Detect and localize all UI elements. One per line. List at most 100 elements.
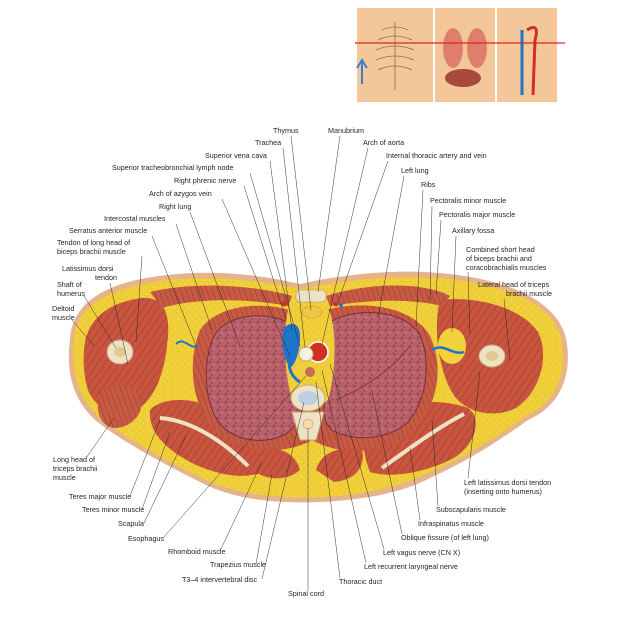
- leader-superior-tracheobronchial: [249, 172, 301, 347]
- thorax-cross-section: [68, 271, 568, 503]
- label-left-latissimus-tendon-line1: Left latissimus dorsi tendon: [464, 478, 551, 487]
- label-combined-short-head-line3: coracobrachialis muscles: [466, 263, 547, 272]
- label-deltoid-line1: Deltoid: [52, 304, 74, 313]
- internal-thoracic-vein-left: [339, 303, 343, 307]
- label-superior-vena-cava: Superior vena cava: [205, 151, 267, 160]
- leader-axillary-fossa: [451, 235, 457, 333]
- label-rhomboid: Rhomboid muscle: [168, 547, 226, 556]
- leader-superior-vena-cava: [269, 160, 293, 331]
- azygos-arch: [287, 351, 301, 384]
- label-intercostal: Intercostal muscles: [104, 214, 166, 223]
- spinal-cord: [302, 418, 314, 430]
- label-arch-of-azygos: Arch of azygos vein: [149, 189, 212, 198]
- right-scapula: [159, 416, 250, 468]
- leader-intercostal: [175, 223, 213, 331]
- label-pectoralis-minor: Pectoralis minor muscle: [430, 196, 506, 205]
- label-long-head-triceps: Long head of triceps brachii muscle: [53, 455, 99, 482]
- label-thoracic-duct: Thoracic duct: [339, 577, 382, 586]
- label-combined-short-head-line1: Combined short head: [466, 245, 535, 254]
- left-humerus-marrow: [486, 351, 498, 361]
- left-scapula: [380, 412, 465, 470]
- label-left-vagus: Left vagus nerve (CN X): [383, 548, 460, 557]
- leader-subscapularis: [431, 419, 439, 507]
- thymus: [301, 305, 323, 319]
- label-latissimus-tendon-line2: tendon: [95, 273, 117, 282]
- label-combined-short-head-line2: of biceps brachii and: [466, 254, 532, 263]
- left-lung: [322, 311, 427, 439]
- label-trapezius: Trapezius muscle: [210, 560, 266, 569]
- label-left-latissimus-tendon-line2: (inserting onto humerus): [464, 487, 542, 496]
- label-spinal-cord: Spinal cord: [288, 589, 324, 598]
- label-t3-4-disc: T3–4 intervertebral disc: [182, 575, 258, 584]
- axillary-vessel-right: [175, 340, 199, 348]
- trachea: [298, 346, 314, 362]
- leader-teres-minor: [141, 431, 171, 510]
- label-tendon-long-head: Tendon of long head of biceps brachii mu…: [57, 238, 132, 256]
- label-shaft-humerus-line1: Shaft of: [57, 280, 82, 289]
- label-left-latissimus-tendon: Left latissimus dorsi tendon (inserting …: [464, 478, 553, 496]
- leader-left-lung: [377, 175, 405, 319]
- leader-internal-thoracic: [337, 160, 389, 303]
- manubrium: [295, 289, 327, 303]
- leader-trachea: [282, 147, 306, 349]
- leader-trapezius: [255, 473, 273, 565]
- leader-shaft-humerus: [83, 295, 117, 349]
- label-manubrium: Manubrium: [328, 126, 364, 135]
- leader-serratus-anterior: [151, 235, 197, 347]
- leader-esophagus: [162, 375, 307, 539]
- label-esophagus: Esophagus: [128, 534, 164, 543]
- internal-thoracic-vessel-left: [333, 301, 339, 307]
- label-right-lung: Right lung: [159, 202, 191, 211]
- leader-latissimus-tendon: [109, 282, 129, 365]
- leader-deltoid: [71, 319, 95, 347]
- label-latissimus-tendon: Latissimus dorsi tendon: [62, 264, 117, 282]
- label-lateral-head-triceps-line2: brachii muscle: [506, 289, 552, 298]
- leader-tendon-long-head: [135, 255, 143, 343]
- leader-long-head-triceps: [85, 417, 115, 459]
- orientation-thumbnails: [355, 8, 565, 102]
- label-arch-of-aorta: Arch of aorta: [363, 138, 404, 147]
- label-shaft-humerus-line2: humerus: [57, 289, 85, 298]
- axillary-vessel-left: [431, 346, 465, 354]
- label-latissimus-tendon-line1: Latissimus dorsi: [62, 264, 114, 273]
- right-triceps-long-head: [97, 385, 142, 428]
- oblique-fissure-line: [335, 345, 411, 401]
- leader-teres-major: [129, 419, 161, 497]
- axillary-fossa-fat: [438, 328, 466, 364]
- leader-oblique-fissure: [371, 391, 403, 535]
- t3-4-disc: [298, 391, 318, 405]
- leader-thoracic-duct: [315, 381, 341, 579]
- label-right-phrenic: Right phrenic nerve: [174, 176, 236, 185]
- liver-sketch: [445, 69, 481, 87]
- label-superior-tracheobronchial: Superior tracheobronchial lymph node: [112, 163, 233, 172]
- label-oblique-fissure: Oblique fissure (of left lung): [401, 533, 489, 542]
- label-ribs: Ribs: [421, 180, 436, 189]
- leader-pectoralis-minor: [429, 205, 433, 301]
- leader-left-vagus: [329, 363, 385, 550]
- label-teres-minor: Teres minor muscle: [82, 505, 144, 514]
- label-left-lung: Left lung: [401, 166, 429, 175]
- label-subscapularis: Subscapularis muscle: [436, 505, 506, 514]
- vessels-thumbnail: [497, 8, 557, 102]
- label-trachea: Trachea: [255, 138, 281, 147]
- superior-vena-cava: [282, 323, 300, 368]
- label-left-recurrent: Left recurrent laryngeal nerve: [364, 562, 458, 571]
- leader-left-latissimus-tendon: [467, 371, 481, 479]
- lung-sketch-left: [467, 28, 487, 68]
- label-lateral-head-triceps-line1: Lateral head of triceps: [478, 280, 550, 289]
- label-long-head-triceps-line3: muscle: [53, 473, 76, 482]
- label-teres-major: Teres major muscle: [69, 492, 131, 501]
- esophagus: [305, 367, 315, 377]
- pectoral-muscles-left: [326, 285, 450, 306]
- label-tendon-long-head-line1: Tendon of long head of: [57, 238, 130, 247]
- label-tendon-long-head-line2: biceps brachii muscle: [57, 247, 126, 256]
- label-scapula: Scapula: [118, 519, 144, 528]
- orientation-arrow-icon: [356, 58, 368, 84]
- label-shaft-humerus: Shaft of humerus: [57, 280, 85, 298]
- leader-left-recurrent: [321, 369, 367, 564]
- leader-infraspinatus: [409, 447, 421, 521]
- label-axillary-fossa: Axillary fossa: [452, 226, 494, 235]
- label-deltoid: Deltoid muscle: [52, 304, 76, 322]
- leader-arch-of-azygos: [221, 198, 291, 357]
